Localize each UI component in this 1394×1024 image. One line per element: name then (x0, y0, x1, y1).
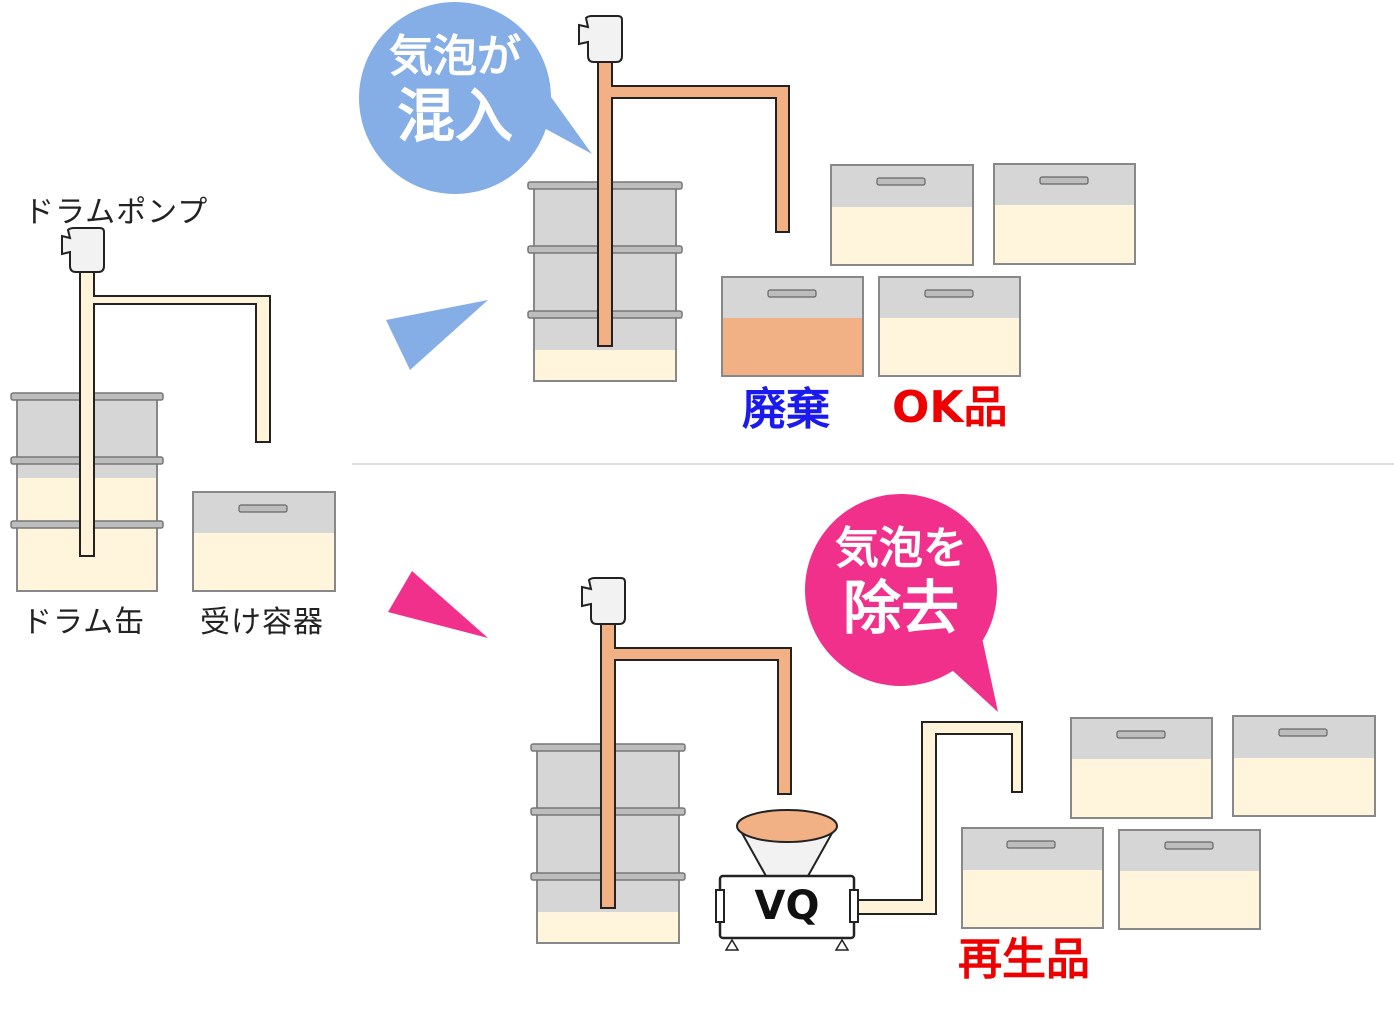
drum-pump-label: ドラムポンプ (24, 195, 209, 230)
bottom-pump-pipe-foamy (600, 621, 792, 909)
left-receiving-container (192, 491, 336, 592)
speech-bubble-top (359, 2, 592, 194)
discard-label: 廃棄 (742, 384, 830, 435)
ok-product-label: OK品 (892, 382, 1008, 433)
bottom-container-recycled-4 (1232, 715, 1376, 817)
speech-bubble-bottom (805, 494, 998, 712)
left-drum-pump-motor (61, 227, 105, 273)
drum-can-label: ドラム缶 (22, 605, 146, 640)
arrow-to-top (386, 300, 488, 370)
bubble-top-line2: 混入 (396, 81, 513, 150)
top-container-ok-1 (878, 276, 1021, 377)
vq-unit (715, 874, 859, 951)
vq-label: VQ (754, 883, 820, 929)
bottom-drum-pump-motor (581, 577, 626, 625)
top-drum-pump-motor (578, 15, 623, 63)
bottom-container-recycled-2 (1118, 829, 1261, 930)
top-container-ok-3 (993, 163, 1136, 265)
vq-hopper (736, 809, 838, 877)
bottom-container-recycled-3 (1070, 717, 1213, 819)
clean-outlet-pipe (853, 721, 1023, 915)
bubble-bottom-line1: 気泡を (835, 523, 967, 574)
bubble-top-text: 気泡が 混入 (375, 31, 535, 150)
left-pump-pipe (79, 269, 271, 557)
top-container-discard (721, 276, 864, 377)
bottom-container-recycled-1 (961, 827, 1104, 929)
bubble-top-line1: 気泡が (389, 31, 521, 82)
recycled-product-label: 再生品 (958, 934, 1090, 985)
bubble-bottom-line2: 除去 (842, 573, 959, 642)
arrow-to-bottom (388, 571, 488, 638)
top-pump-pipe-foamy (597, 59, 790, 347)
top-container-ok-2 (830, 164, 974, 266)
bubble-bottom-text: 気泡を 除去 (821, 523, 981, 642)
receiving-container-label: 受け容器 (200, 605, 324, 640)
